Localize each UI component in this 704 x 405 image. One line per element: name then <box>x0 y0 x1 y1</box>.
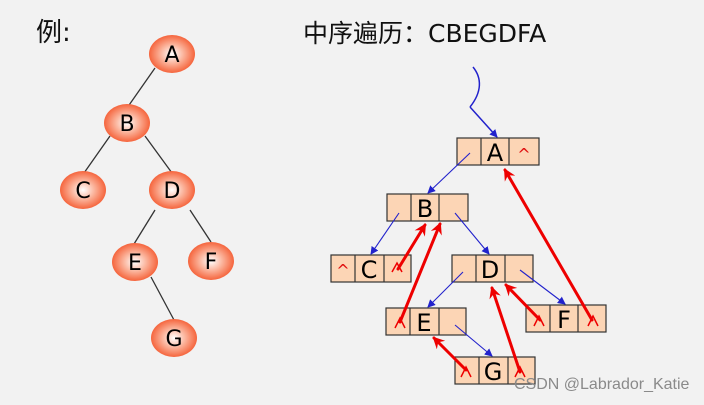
null-marker: ^ <box>336 261 349 280</box>
svg-text:C: C <box>75 179 90 204</box>
root-pointer <box>469 66 498 138</box>
svg-text:A: A <box>164 43 179 68</box>
svg-text:D: D <box>164 179 181 204</box>
svg-text:F: F <box>557 306 571 334</box>
svg-text:G: G <box>484 358 503 386</box>
svg-text:A: A <box>487 139 504 167</box>
svg-text:D: D <box>481 256 499 284</box>
svg-text:C: C <box>361 256 378 284</box>
svg-text:E: E <box>128 251 142 276</box>
thread-node-A: A ^ <box>456 137 540 167</box>
watermark: CSDN @Labrador_Katie <box>514 376 690 393</box>
svg-text:E: E <box>416 309 431 337</box>
example-label: 例: <box>36 18 71 48</box>
tree-node-C: C <box>60 171 106 209</box>
thread-node-E: E <box>385 307 467 337</box>
inorder-traversal-title: 中序遍历：CBEGDFA <box>303 19 547 48</box>
svg-text:B: B <box>417 195 433 223</box>
child-pointers <box>370 152 566 357</box>
thread-node-D: D <box>451 254 534 284</box>
tree-node-B: B <box>104 104 150 142</box>
thread-pointers <box>396 168 594 374</box>
svg-text:F: F <box>205 250 218 275</box>
svg-text:G: G <box>165 327 182 352</box>
tree-node-E: E <box>112 243 158 281</box>
tree-node-A: A <box>149 35 195 73</box>
thread-node-B: B <box>386 193 469 223</box>
thread-origin-markers <box>391 261 599 378</box>
tree-node-F: F <box>188 242 234 280</box>
svg-text:B: B <box>119 112 134 137</box>
null-marker: ^ <box>517 145 530 164</box>
tree-node-D: D <box>149 171 195 209</box>
tree-edges <box>83 67 212 321</box>
tree-node-G: G <box>151 319 197 357</box>
